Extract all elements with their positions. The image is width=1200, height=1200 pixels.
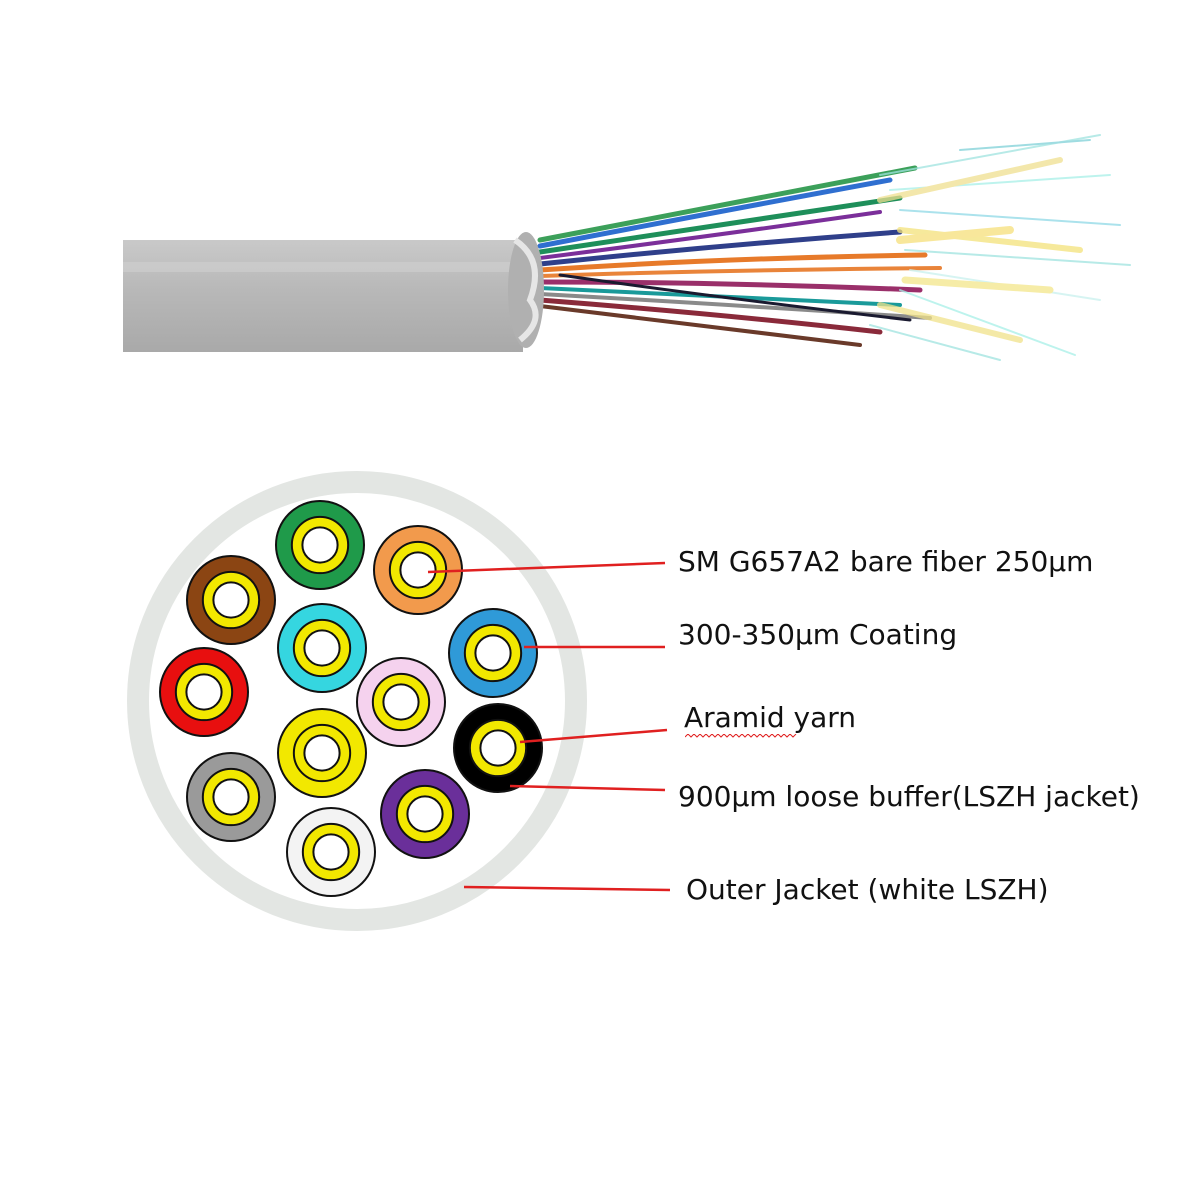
fiber-brown [186, 555, 276, 645]
fiber-group [159, 500, 543, 897]
label-bare-fiber: SM G657A2 bare fiber 250µm [678, 545, 1094, 578]
fiber-violet [380, 769, 470, 859]
leader-line-buffer [509, 784, 666, 792]
aramid-wrap [513, 237, 539, 343]
fiber-orange [373, 525, 463, 615]
fiber-green [275, 500, 365, 590]
fiber-blue [448, 608, 538, 698]
fiber-red [159, 647, 249, 737]
label-coating: 300-350µm Coating [678, 618, 958, 651]
fiber-yellow [277, 708, 367, 798]
fiber-core-yellow [303, 734, 341, 772]
fiber-slate [186, 752, 276, 842]
cross-section [127, 471, 587, 931]
fiber-core-aqua [303, 629, 341, 667]
leader-line-aramid [519, 728, 668, 744]
fiber-core-brown [212, 581, 250, 619]
fiber-core-blue [474, 634, 512, 672]
spellcheck-underline [685, 734, 797, 738]
fiber-rose [356, 657, 446, 747]
fiber-core-orange [399, 551, 437, 589]
cable-jacket-highlight [123, 262, 523, 272]
leader-line-outer-jacket [463, 885, 671, 892]
fiber-core-red [185, 673, 223, 711]
cable-jacket [123, 240, 523, 352]
fiber-strands [537, 165, 942, 347]
fiber-white [286, 807, 376, 897]
fiber-core-rose [382, 683, 420, 721]
fiber-black [453, 703, 543, 793]
fiber-core-white [312, 833, 350, 871]
fiber-core-black [479, 729, 517, 767]
fiber-aqua [277, 603, 367, 693]
label-aramid-yarn: Aramid yarn [684, 701, 857, 734]
leader-lines [427, 561, 671, 892]
cable-illustration [123, 134, 1131, 361]
leader-line-bare-fiber [427, 561, 666, 574]
label-loose-buffer: 900µm loose buffer(LSZH jacket) [678, 780, 1140, 813]
fiber-ends [869, 134, 1131, 361]
label-outer-jacket: Outer Jacket (white LSZH) [686, 873, 1049, 906]
fiber-core-violet [406, 795, 444, 833]
fiber-core-slate [212, 778, 250, 816]
fiber-core-green [301, 526, 339, 564]
